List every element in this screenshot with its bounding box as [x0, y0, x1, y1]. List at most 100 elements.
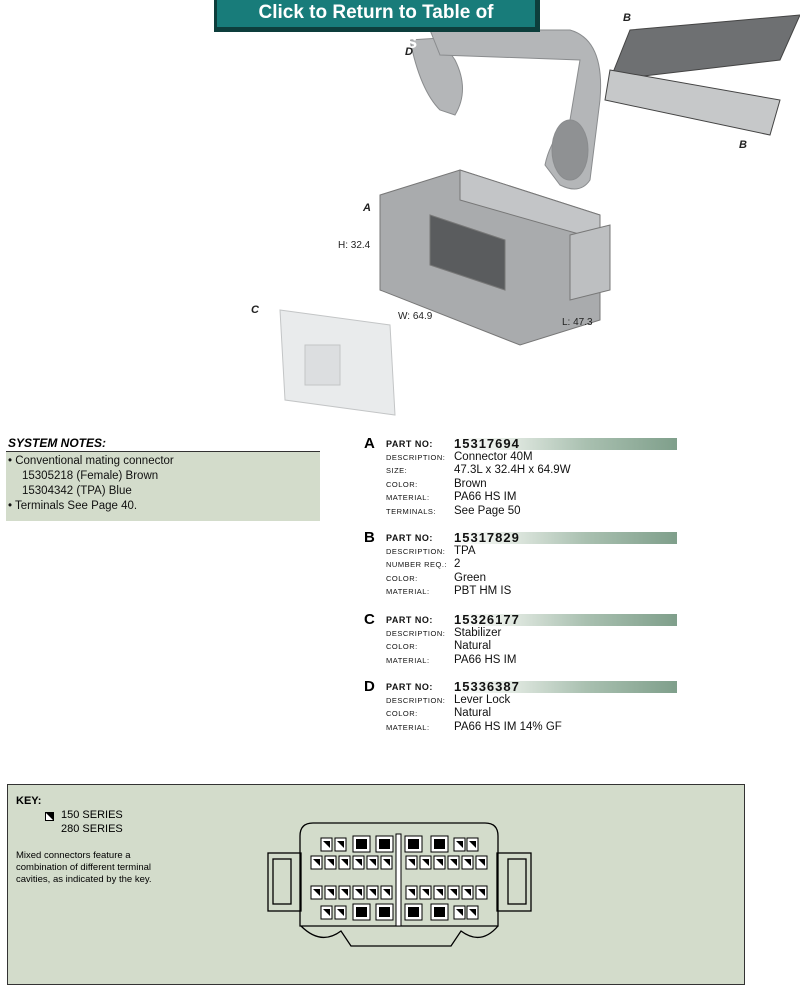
key-note: Mixed connectors feature a combination o… [16, 850, 152, 885]
note-line: 15305218 (Female) Brown [22, 470, 159, 482]
cavity-150-mark [369, 859, 376, 866]
cavity-150-mark [450, 859, 457, 866]
spec-label: DESCRIPTION: [386, 452, 446, 462]
cavity-150-mark [313, 859, 320, 866]
part-letter: C [364, 611, 375, 628]
system-notes-box: • Conventional mating connector 15305218… [6, 451, 320, 521]
cavity-150-mark [464, 889, 471, 896]
cavity-150-mark [355, 859, 362, 866]
spec-value: PBT HM IS [454, 585, 512, 597]
cavity-150-mark [369, 889, 376, 896]
spec-label: MATERIAL: [386, 587, 430, 596]
cavity-280-mark [379, 907, 390, 917]
spec-row: NUMBER REQ.: 2 [364, 558, 684, 572]
housing-outline [299, 822, 499, 927]
spec-label: COLOR: [386, 479, 418, 489]
width-dimension: W: 64.9 [398, 311, 433, 322]
spec-row: COLOR: Natural [364, 640, 684, 654]
cavity-150-mark [436, 859, 443, 866]
spec-value: 47.3L x 32.4H x 64.9W [454, 464, 571, 476]
part-letter: D [364, 678, 375, 695]
spec-row: DESCRIPTION:Lever Lock [364, 694, 684, 708]
latch-left [267, 852, 302, 912]
cavity-150-mark [469, 841, 476, 848]
label-d: D [405, 46, 413, 58]
part-letter: B [364, 529, 375, 546]
spec-value: PA66 HS IM [454, 491, 517, 503]
cavity-150-mark [478, 859, 485, 866]
spec-label: COLOR: [386, 709, 418, 718]
spec-value: Natural [454, 707, 492, 719]
cavity-150-mark [341, 859, 348, 866]
spec-row: COLOR: Green [364, 572, 684, 586]
part-header-bar [450, 681, 677, 693]
part-header-bar [450, 614, 677, 626]
spec-value: Green [454, 571, 486, 584]
cavity-280-mark [379, 839, 390, 849]
note-line: • Conventional mating connector [8, 455, 174, 467]
label-b: B [623, 12, 631, 24]
cavity-280-mark [356, 907, 367, 917]
connector-a [379, 169, 611, 346]
cavity-280-mark [434, 907, 445, 917]
cavity-150-mark [469, 909, 476, 916]
note-line: • Terminals See Page 40. [8, 500, 138, 512]
spec-label: PART NO: [386, 533, 433, 543]
spec-row: DESCRIPTION:Stabilizer [364, 627, 684, 641]
cavity-150-mark [456, 841, 463, 848]
center-divider [395, 833, 402, 927]
note-line: 15304342 (TPA) Blue [22, 485, 132, 497]
cavity-150-mark [327, 889, 334, 896]
spec-value: Natural [454, 640, 492, 652]
spec-value: 15317829 [454, 530, 520, 545]
spec-row: SIZE: 47.3L x 32.4H x 64.9W [364, 464, 684, 478]
connector-face-diagram [267, 822, 532, 947]
spec-label: COLOR: [386, 642, 418, 651]
spec-label: COLOR: [386, 573, 418, 583]
cavity-150-mark [323, 841, 330, 848]
label-c: C [251, 304, 259, 316]
cavity-150-mark [341, 889, 348, 896]
stabilizer-c [279, 309, 396, 416]
spec-label: DESCRIPTION: [386, 546, 446, 556]
spec-value: 15317694 [454, 436, 520, 451]
spec-value: 15326177 [454, 612, 520, 627]
cavity-150-mark [422, 859, 429, 866]
spec-label: PART NO: [386, 682, 433, 692]
spec-value: Connector 40M [454, 450, 533, 463]
cavity-150-mark [408, 859, 415, 866]
spec-label: SIZE: [386, 466, 408, 475]
cavity-150-mark [327, 859, 334, 866]
spec-value: 15336387 [454, 679, 520, 694]
cavity-150-mark [478, 889, 485, 896]
height-dimension: H: 32.4 [338, 240, 371, 251]
spec-label: MATERIAL: [386, 655, 430, 665]
cavity-150-mark [464, 859, 471, 866]
spec-row: PART NO: 15317829 [364, 530, 684, 545]
spec-value: Stabilizer [454, 626, 502, 639]
spec-value: Lever Lock [454, 693, 511, 706]
spec-value: 2 [454, 558, 461, 570]
spec-row: PART NO:15317694 [364, 436, 684, 451]
latch-left-inner [272, 858, 292, 905]
spec-row: COLOR:Brown [364, 478, 684, 492]
cavity-150-mark [450, 889, 457, 896]
product-illustration [279, 14, 800, 416]
cavity-150-mark [355, 889, 362, 896]
tpa-b [604, 14, 800, 136]
cavity-150-mark [456, 909, 463, 916]
key-title: KEY: [16, 795, 42, 807]
spec-row: DESCRIPTION: Connector 40M [364, 451, 684, 465]
system-notes-title: SYSTEM NOTES: [8, 436, 107, 450]
part-header-bar [450, 532, 677, 544]
cavity-150-mark [422, 889, 429, 896]
spec-label: NUMBER REQ.: [386, 560, 448, 569]
spec-value: PA66 HS IM [454, 653, 517, 666]
cavity-280-mark [356, 839, 367, 849]
return-to-toc-button[interactable]: Click to Return to Table of Contents [214, 0, 540, 53]
spec-row: MATERIAL: PA66 HS IM [364, 654, 684, 668]
key-item-150: 150 SERIES [61, 809, 123, 821]
